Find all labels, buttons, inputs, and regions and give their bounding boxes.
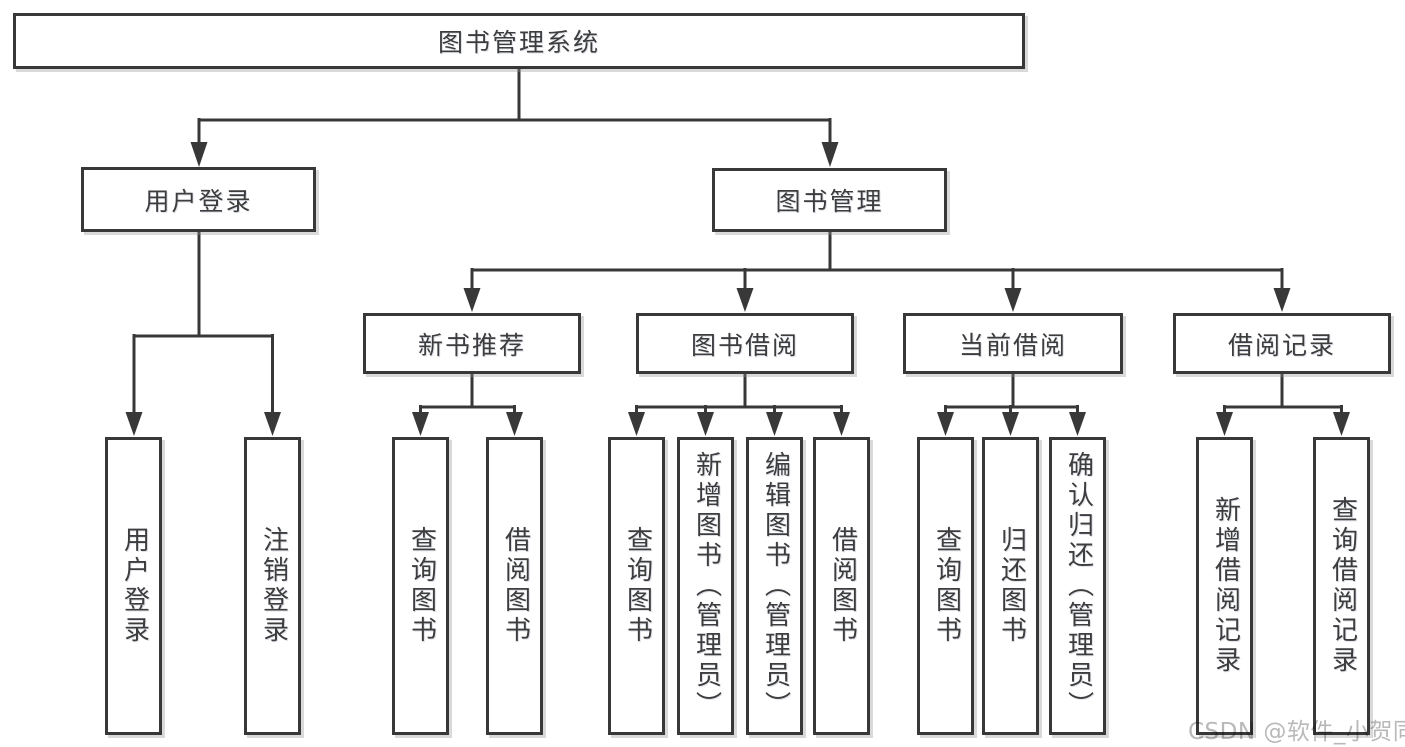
leaf-query-borrow-record: 查询借阅记录 (1313, 437, 1370, 735)
node-new-book-recommend: 新书推荐 (363, 313, 581, 374)
leaf-add-books-admin: 新增图书（管理员） (677, 437, 734, 735)
node-label: 用户登录 (119, 526, 150, 646)
leaf-borrow-books-2: 借阅图书 (813, 437, 870, 735)
node-book-borrow: 图书借阅 (636, 313, 854, 374)
arrowhead (1216, 412, 1233, 436)
connector-current-borrow-branch (944, 374, 1079, 415)
arrowhead (821, 142, 839, 167)
connector-user-login-branch (132, 232, 274, 414)
arrowhead (463, 288, 481, 312)
node-label: 图书借阅 (690, 330, 799, 360)
leaf-return-books: 归还图书 (982, 437, 1039, 735)
arrowhead (937, 412, 954, 436)
node-user-login: 用户登录 (81, 167, 316, 232)
connector-book-management-branch (470, 232, 1284, 291)
arrowhead (697, 412, 714, 436)
arrowhead (736, 288, 754, 312)
node-label: 查询图书 (931, 526, 962, 646)
node-label: 新增借阅记录 (1210, 496, 1241, 676)
node-label: 新增图书（管理员） (691, 451, 722, 721)
arrowhead (506, 412, 523, 436)
node-label: 当前借阅 (958, 330, 1067, 360)
node-label: 查询借阅记录 (1327, 496, 1358, 676)
node-label: 确认归还（管理员） (1063, 451, 1094, 721)
arrowhead (1004, 288, 1022, 312)
leaf-user-login: 用户登录 (105, 437, 162, 735)
node-borrow-records: 借阅记录 (1173, 313, 1391, 374)
node-label: 借阅图书 (827, 526, 858, 646)
node-label: 图书管理 (775, 187, 884, 216)
node-book-management: 图书管理 (712, 168, 947, 232)
leaf-add-borrow-record: 新增借阅记录 (1196, 437, 1253, 735)
node-current-borrow: 当前借阅 (903, 313, 1123, 374)
node-label: 编辑图书（管理员） (760, 451, 791, 721)
arrowhead (190, 142, 208, 167)
arrowhead (766, 412, 783, 436)
leaf-edit-books-admin: 编辑图书（管理员） (746, 437, 803, 735)
connector-borrow-record-branch (1223, 374, 1343, 415)
arrowhead (1273, 288, 1291, 312)
leaf-confirm-return-admin: 确认归还（管理员） (1049, 437, 1106, 735)
leaf-logout: 注销登录 (244, 437, 301, 735)
node-label: 用户登录 (144, 186, 253, 216)
node-label: 查询图书 (622, 526, 653, 646)
arrowheads (125, 142, 1350, 436)
node-label: 图书管理系统 (437, 28, 600, 57)
connector-root (197, 69, 832, 146)
leaf-query-books-1: 查询图书 (392, 437, 449, 735)
node-label: 查询图书 (406, 526, 437, 646)
node-library-system: 图书管理系统 (13, 13, 1025, 69)
connector-paths (132, 69, 1343, 415)
connector-new-book-branch (419, 374, 516, 415)
arrowhead (264, 412, 281, 436)
leaf-query-books-3: 查询图书 (917, 437, 974, 735)
node-label: 新书推荐 (417, 330, 526, 360)
arrowhead (125, 412, 143, 436)
arrowhead (1333, 412, 1350, 436)
arrowhead (833, 412, 850, 436)
leaf-query-books-2: 查询图书 (608, 437, 665, 735)
node-label: 借阅记录 (1227, 330, 1336, 360)
leaf-borrow-books-1: 借阅图书 (486, 437, 543, 735)
node-label: 注销登录 (258, 526, 289, 646)
arrowhead (412, 412, 429, 436)
node-label: 归还图书 (996, 526, 1027, 646)
csdn-watermark: CSDN @软件_小贺同学 (1188, 719, 1405, 745)
arrowhead (1002, 412, 1019, 436)
arrowhead (1069, 412, 1086, 436)
node-label: 借阅图书 (500, 526, 531, 646)
connector-book-borrow-branch (635, 374, 843, 415)
arrowhead (628, 412, 645, 436)
